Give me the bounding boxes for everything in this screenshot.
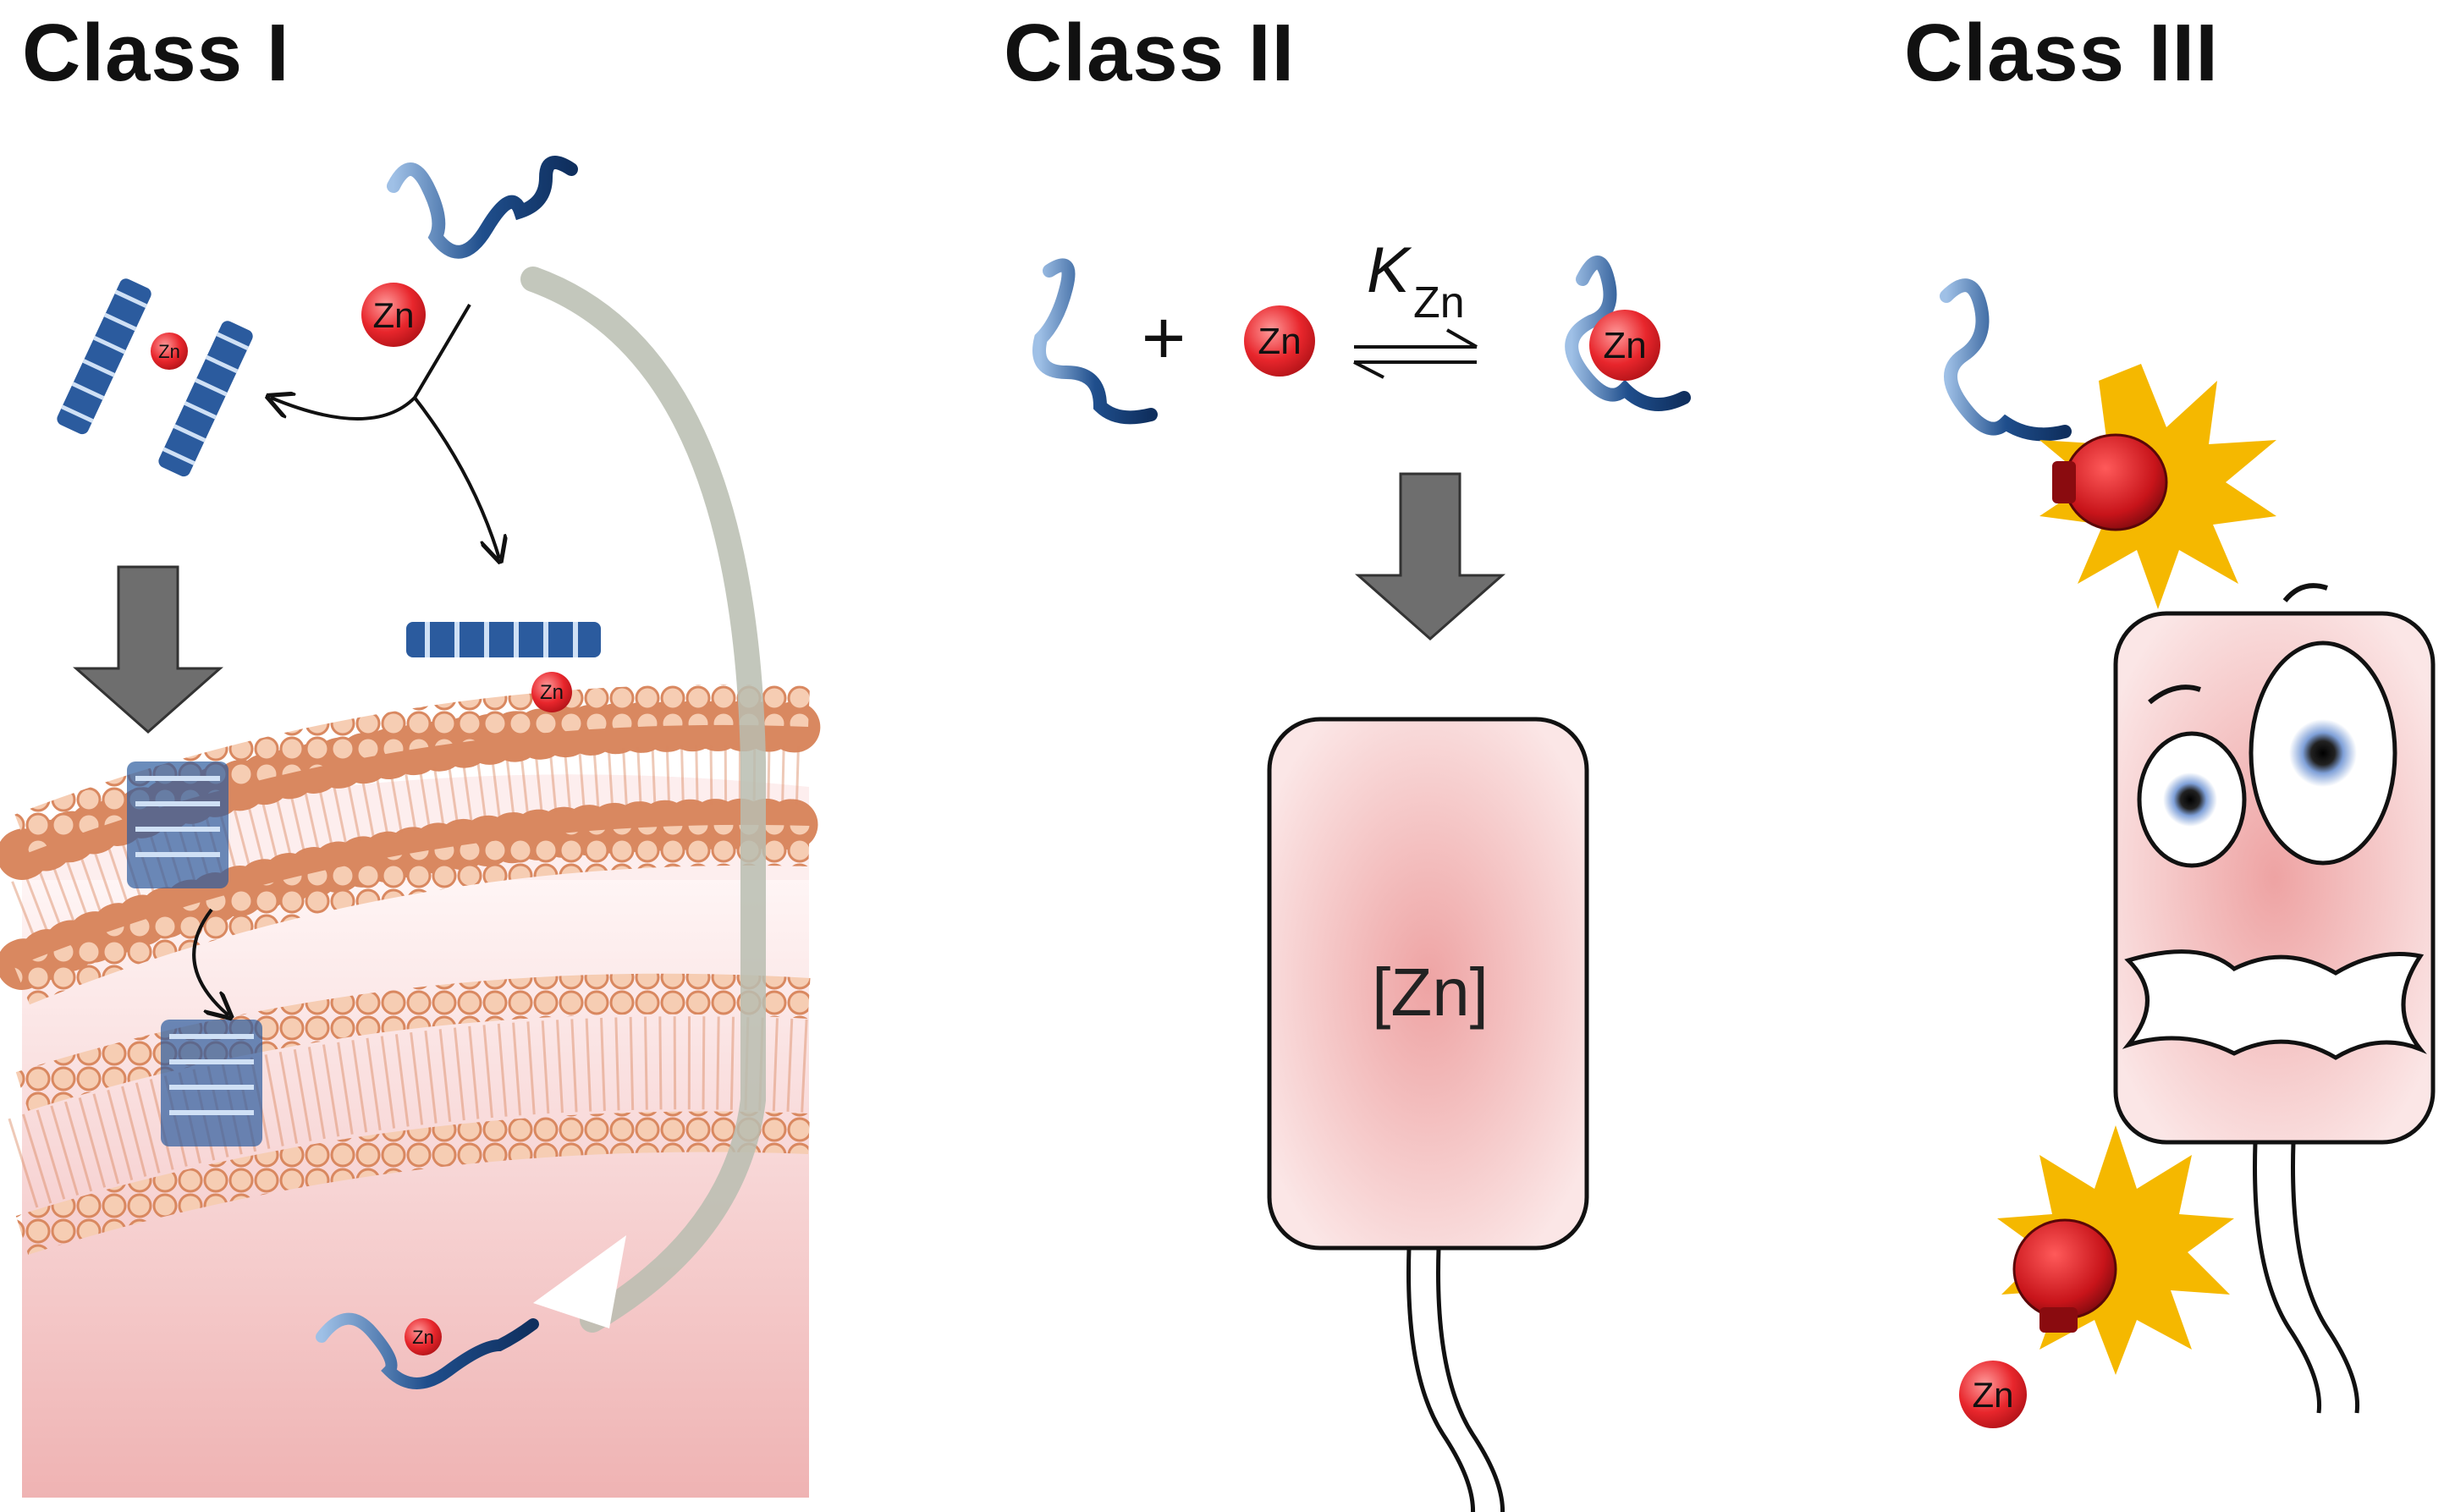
binding-arrow [271, 303, 471, 421]
class-3-panel: Zn [1940, 278, 2436, 1428]
inner-membrane [8, 973, 812, 1255]
peptide-unbound [1032, 258, 1158, 425]
class-2-panel: + Zn K Zn Zn [Zn] [1032, 234, 1691, 1512]
membrane-pore-outer [127, 761, 228, 888]
peptide-attacker [1940, 278, 2072, 442]
svg-text:Zn: Zn [372, 295, 414, 335]
svg-text:Zn: Zn [412, 1327, 434, 1348]
down-arrow-class2 [1355, 472, 1505, 641]
class-3-title: Class III [1904, 8, 2219, 98]
down-arrow-class1 [73, 565, 223, 734]
free-peptide [387, 156, 578, 259]
surface-helix: Zn [406, 622, 601, 712]
boxing-glove-top-icon [2052, 433, 2168, 531]
flagellum-class3 [2253, 1141, 2360, 1414]
equilibrium-arrows [1353, 328, 1478, 379]
zn-concentration-label: [Zn] [1372, 954, 1489, 1030]
equilibrium-constant: K Zn [1367, 234, 1465, 327]
boxing-glove-bottom-icon [2012, 1218, 2117, 1333]
internal-zn-peptide: Zn [316, 1312, 539, 1389]
class-1-title: Class I [22, 8, 290, 98]
eyebrow-right [2282, 583, 2328, 602]
plus-sign: + [1142, 296, 1186, 381]
translocation-arrow [192, 908, 228, 1015]
class-2-title: Class II [1004, 8, 1296, 98]
mouth-teeth [2122, 949, 2427, 1060]
zn-ion-free: Zn [361, 283, 426, 347]
svg-text:Zn: Zn [158, 341, 180, 362]
entry-arrowhead [533, 1235, 626, 1328]
bacterial-cell: [Zn] [1267, 717, 1589, 1512]
svg-text:Zn: Zn [540, 681, 564, 704]
flagellum [1406, 1247, 1505, 1512]
class-1-panel: Zn Zn [0, 156, 834, 1498]
peptide-zn-complex: Zn [1565, 256, 1691, 411]
svg-text:Zn: Zn [1258, 321, 1301, 362]
svg-text:Zn: Zn [1603, 325, 1646, 366]
svg-text:Zn: Zn [1972, 1375, 2013, 1415]
svg-text:Zn: Zn [1413, 278, 1465, 327]
surface-arrow [413, 396, 499, 558]
svg-text:K: K [1367, 234, 1412, 306]
zn-ion-class2: Zn [1244, 305, 1315, 377]
zn-bound-dimer: Zn [57, 278, 253, 477]
membrane-pore-inner [161, 1020, 262, 1146]
entry-arrow [520, 267, 766, 1333]
zn-ion-class3: Zn [1959, 1361, 2027, 1428]
eyebrow-left [2148, 685, 2201, 705]
bacterial-cell-scared [2113, 583, 2436, 1414]
